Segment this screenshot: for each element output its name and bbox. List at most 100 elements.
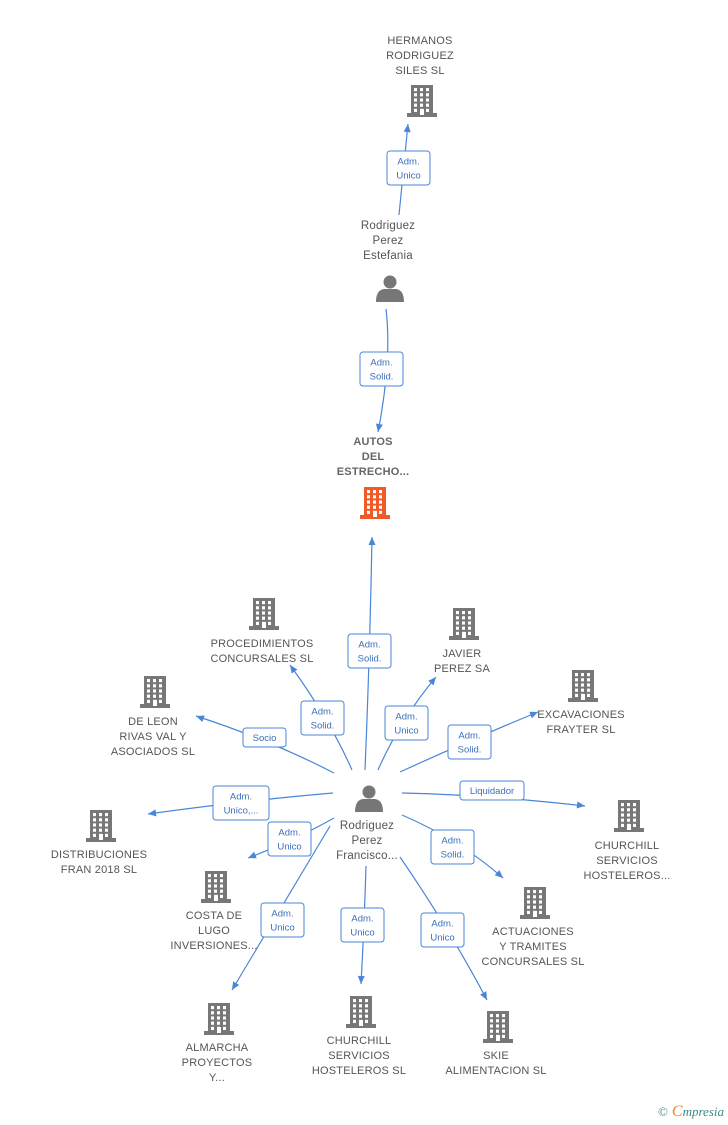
node-label: Rodriguez (340, 820, 394, 832)
node-label: ACTUACIONES (492, 926, 574, 938)
role-box (459, 780, 525, 801)
node-label: EXCAVACIONES (537, 709, 625, 721)
node-label: CHURCHILL (595, 840, 660, 852)
edge-e11[interactable]: Adm. Solid. (401, 814, 505, 881)
node-label: ESTRECHO... (337, 466, 410, 478)
edge-e14[interactable]: Adm. Unico (399, 856, 490, 1002)
role-label: Unico (396, 171, 420, 182)
arrowhead (248, 851, 257, 859)
arrowhead (357, 975, 365, 984)
arrowhead (529, 711, 538, 719)
role-label: Solid. (441, 850, 465, 861)
edge-e3[interactable]: Adm.Solid. (347, 536, 392, 771)
building-icon (249, 598, 279, 630)
role-label: Adm. (441, 836, 463, 847)
arrowhead (368, 537, 376, 545)
role-label: Unico (277, 842, 301, 853)
person-icon (376, 275, 404, 302)
role-box (430, 829, 475, 865)
arrowhead (196, 715, 205, 723)
empresia-brand[interactable]: ©Cmpresia (658, 1103, 724, 1121)
arrowhead (403, 124, 411, 133)
edge-e4[interactable]: Adm.Solid. (287, 663, 353, 771)
role-box (447, 724, 492, 760)
role-box (386, 150, 431, 186)
copyright-symbol: © (658, 1104, 668, 1119)
role-box (242, 727, 287, 748)
arrowhead (148, 809, 157, 817)
node-label: Y TRAMITES (499, 941, 567, 953)
role-label: Solid. (358, 654, 382, 665)
role-label: Adm. (230, 792, 252, 803)
node-label: ALMARCHA (186, 1042, 249, 1054)
arrowhead (428, 677, 436, 686)
role-label: Adm. (370, 358, 392, 369)
edge-e10[interactable]: Adm. Unico (247, 817, 335, 861)
node-costa[interactable]: COSTA DE LUGO INVERSIONES... (170, 871, 257, 952)
role-label: Solid. (370, 372, 394, 383)
edge-e6[interactable]: Socio (195, 713, 335, 774)
role-box (300, 700, 345, 736)
node-label: Perez (351, 835, 382, 847)
building-icon (86, 810, 116, 842)
edge-e9[interactable]: Liquidador (401, 780, 586, 809)
building-icon (360, 487, 390, 519)
node-label: Estefania (363, 250, 413, 262)
role-label: Unico (430, 933, 454, 944)
role-label: Adm. (278, 828, 300, 839)
building-icon (201, 871, 231, 903)
role-box (420, 912, 465, 948)
node-label: SILES SL (395, 65, 444, 77)
node-label: INVERSIONES... (170, 940, 257, 952)
node-actuaciones[interactable]: ACTUACIONES Y TRAMITES CONCURSALES SL (481, 887, 584, 968)
building-icon (614, 800, 644, 832)
node-label: Rodriguez (361, 220, 415, 232)
arrowhead (375, 423, 383, 432)
edge-e12[interactable]: Adm. Unico (229, 825, 331, 992)
role-label: Adm. (431, 919, 453, 930)
node-label: HOSTELEROS... (584, 870, 671, 882)
node-label: COSTA DE (186, 910, 242, 922)
node-francisco[interactable]: RodriguezPerezFrancisco... (336, 785, 398, 863)
node-label: Francisco... (336, 850, 398, 862)
building-icon (140, 676, 170, 708)
edge-e1[interactable]: Adm.Unico (386, 123, 431, 216)
role-label: Solid. (458, 745, 482, 756)
role-label: Unico,... (224, 806, 259, 817)
node-label: HOSTELEROS SL (312, 1065, 406, 1077)
building-icon (407, 85, 437, 117)
node-label: ASOCIADOS SL (111, 746, 195, 758)
node-label: RIVAS VAL Y (119, 731, 187, 743)
arrowhead (576, 801, 585, 809)
node-churchill1[interactable]: CHURCHILLSERVICIOSHOSTELEROS... (584, 800, 671, 882)
node-almarcha[interactable]: ALMARCHAPROYECTOSY... (182, 1003, 253, 1084)
node-label: Y... (209, 1072, 225, 1084)
brand-name: mpresia (682, 1104, 724, 1119)
node-label: PROCEDIMIENTOS (211, 638, 314, 650)
edge-e13[interactable]: Adm.Unico (340, 865, 385, 985)
arrowhead (232, 981, 240, 990)
arrowhead (494, 870, 503, 878)
node-autos[interactable]: AUTOSDELESTRECHO... (337, 436, 410, 519)
node-label: LUGO (198, 925, 230, 937)
edge-e2[interactable]: Adm. Solid. (359, 308, 404, 433)
role-label: Liquidador (470, 786, 514, 797)
role-box (347, 633, 392, 669)
edge-e7[interactable]: Adm.Solid. (399, 709, 539, 773)
role-label: Unico (350, 928, 374, 939)
edge-e5[interactable]: Adm.Unico (377, 675, 439, 771)
edge-e8[interactable]: Adm. Unico,... (147, 785, 334, 821)
edges-layer: Adm.UnicoAdm.Solid.Adm.Solid.Adm.Solid.A… (147, 123, 586, 1002)
role-label: Unico (270, 923, 294, 934)
node-label: RODRIGUEZ (386, 50, 454, 62)
node-label: CONCURSALES SL (481, 956, 584, 968)
